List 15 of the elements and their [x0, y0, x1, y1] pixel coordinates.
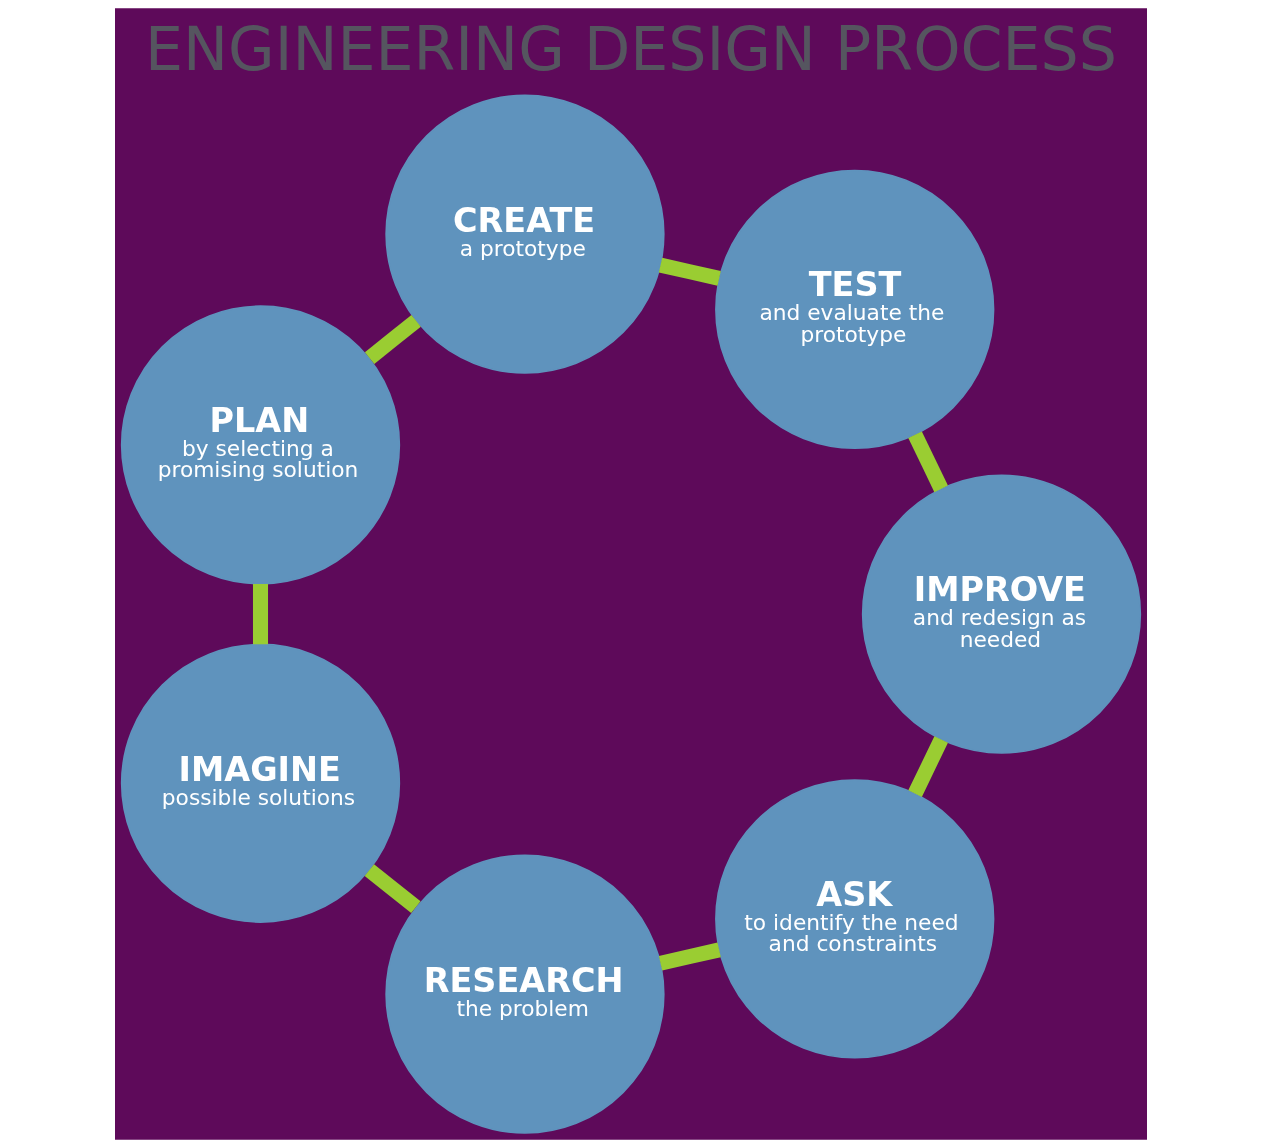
connector [252, 584, 268, 645]
connector [907, 431, 948, 493]
connector [658, 257, 721, 286]
node-circle: ASK to identify the need and constraints [714, 779, 994, 1059]
node-circle: IMAGINE possible solutions [120, 643, 400, 923]
diagram-title: ENGINEERING DESIGN PROCESS [144, 13, 1117, 84]
node-circle: PLAN by selecting a promising solution [120, 305, 400, 585]
node-circle: CREATE a prototype [384, 94, 665, 374]
node-circle: IMPROVE and redesign as needed [861, 474, 1141, 754]
node-circle: RESEARCH the problem [384, 854, 665, 1134]
connector [364, 315, 421, 364]
connector [907, 736, 948, 797]
connector [658, 942, 721, 971]
node-circle: TEST and evaluate the prototype [714, 169, 994, 450]
connector [364, 864, 421, 914]
